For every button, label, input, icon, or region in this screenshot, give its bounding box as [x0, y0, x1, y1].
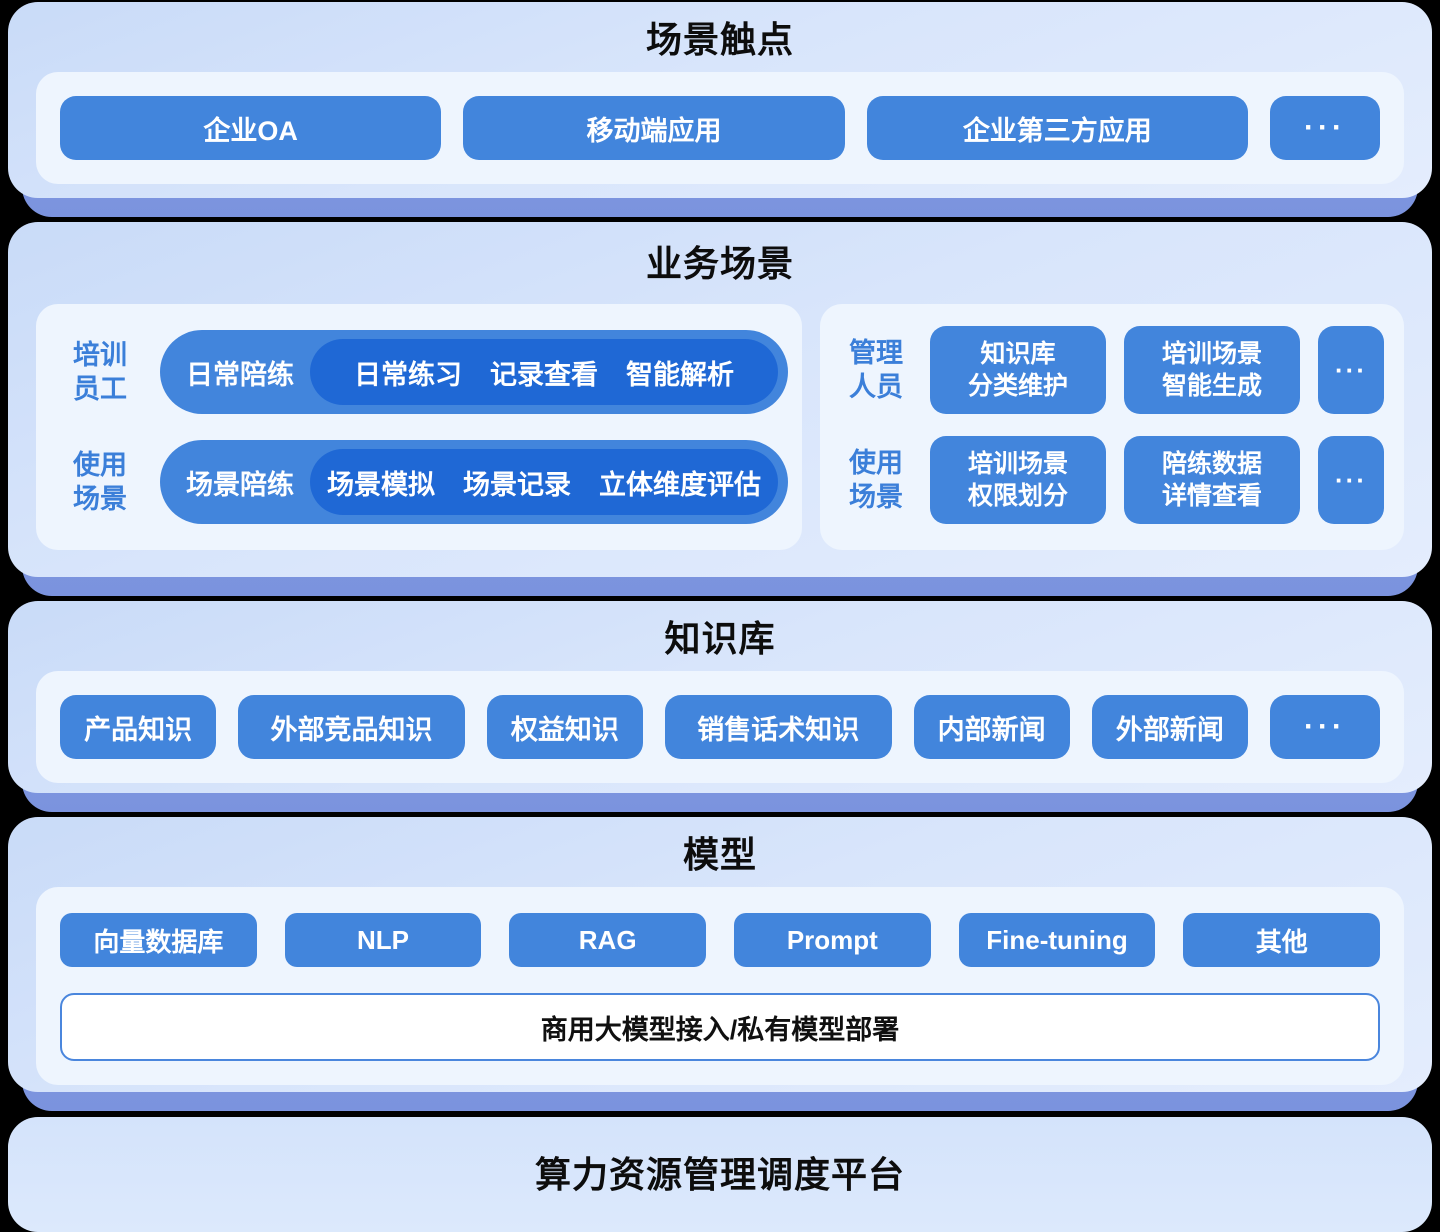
scenario-training-capsule: 场景陪练 场景模拟 场景记录 立体维度评估 [160, 440, 788, 524]
touchpoints-panel: 企业OA 移动端应用 企业第三方应用 ··· [36, 72, 1404, 184]
section-compute-platform: 算力资源管理调度平台 [8, 1117, 1432, 1232]
manager-usage-row: 使用 场景 培训场景 权限划分 陪练数据 详情查看 ··· [840, 436, 1384, 524]
touchpoint-chip-mobile: 移动端应用 [463, 96, 845, 160]
kb-chip-internal-news: 内部新闻 [913, 695, 1070, 759]
manager-more-chip: ··· [1318, 326, 1384, 414]
model-chip-vector-db: 向量数据库 [60, 913, 257, 967]
scenario-training-row: 使用 场景 场景陪练 场景模拟 场景记录 立体维度评估 [56, 440, 788, 524]
model-card: 模型 向量数据库 NLP RAG Prompt Fine-tuning 其他 商… [8, 817, 1432, 1092]
daily-training-row: 培训 员工 日常陪练 日常练习 记录查看 智能解析 [56, 330, 788, 414]
touchpoint-chip-oa: 企业OA [60, 96, 442, 160]
compute-platform-card: 算力资源管理调度平台 [8, 1117, 1432, 1232]
touchpoint-chip-more: ··· [1269, 96, 1380, 160]
kb-chip-product: 产品知识 [60, 695, 217, 759]
business-scenarios-card: 业务场景 培训 员工 日常陪练 日常练习 记录查看 智能 [8, 222, 1432, 577]
section-scene-touchpoints: 场景触点 企业OA 移动端应用 企业第三方应用 ··· [8, 2, 1432, 217]
feature-smart-analysis: 智能解析 [626, 359, 734, 390]
daily-training-capsule: 日常陪练 日常练习 记录查看 智能解析 [160, 330, 788, 414]
kb-chip-benefits: 权益知识 [486, 695, 643, 759]
feature-record-view: 记录查看 [490, 359, 598, 390]
kb-chip-competitor: 外部竞品知识 [238, 695, 465, 759]
knowledge-panel: 产品知识 外部竞品知识 权益知识 销售话术知识 内部新闻 外部新闻 ··· [36, 671, 1404, 783]
model-panel: 向量数据库 NLP RAG Prompt Fine-tuning 其他 商用大模… [36, 887, 1404, 1085]
section-title-business: 业务场景 [645, 243, 794, 284]
manager-panel: 管理 人员 知识库 分类维护 培训场景 智能生成 ··· [820, 304, 1404, 550]
section-title-model: 模型 [682, 834, 757, 875]
feature-scenario-simulation: 场景模拟 [327, 469, 435, 500]
daily-training-label: 日常陪练 [186, 359, 294, 390]
training-staff-label: 培训 员工 [73, 340, 127, 404]
feature-multidim-evaluation: 立体维度评估 [599, 469, 761, 500]
model-access-bar: 商用大模型接入/私有模型部署 [60, 993, 1380, 1061]
scene-touchpoints-card: 场景触点 企业OA 移动端应用 企业第三方应用 ··· [8, 2, 1432, 198]
section-model: 模型 向量数据库 NLP RAG Prompt Fine-tuning 其他 商… [8, 817, 1432, 1111]
usage-scenario-label: 使用 场景 [73, 450, 127, 514]
manager-row: 管理 人员 知识库 分类维护 培训场景 智能生成 ··· [840, 326, 1384, 414]
kb-maintenance-chip: 知识库 分类维护 [930, 326, 1106, 414]
scene-generation-chip: 培训场景 智能生成 [1124, 326, 1300, 414]
model-chip-rag: RAG [509, 913, 707, 967]
section-knowledge-base: 知识库 产品知识 外部竞品知识 权益知识 销售话术知识 内部新闻 外部新闻 ··… [8, 601, 1432, 812]
section-title-knowledge: 知识库 [664, 618, 776, 659]
scenario-training-features: 场景模拟 场景记录 立体维度评估 [310, 449, 778, 515]
touchpoint-chip-thirdparty: 企业第三方应用 [866, 96, 1248, 160]
scenario-training-label: 场景陪练 [186, 469, 294, 500]
model-chip-other: 其他 [1183, 913, 1381, 967]
kb-chip-external-news: 外部新闻 [1091, 695, 1248, 759]
model-chip-finetuning: Fine-tuning [958, 913, 1156, 967]
section-business-scenarios: 业务场景 培训 员工 日常陪练 日常练习 记录查看 智能 [8, 222, 1432, 596]
section-title-touchpoints: 场景触点 [645, 19, 794, 60]
manager-label: 管理 人员 [849, 338, 903, 402]
feature-daily-practice: 日常练习 [354, 359, 462, 390]
feature-scenario-record: 场景记录 [463, 469, 571, 500]
permission-division-chip: 培训场景 权限划分 [930, 436, 1106, 524]
kb-chip-sales-script: 销售话术知识 [665, 695, 892, 759]
model-chip-nlp: NLP [284, 913, 482, 967]
knowledge-base-card: 知识库 产品知识 外部竞品知识 权益知识 销售话术知识 内部新闻 外部新闻 ··… [8, 601, 1432, 793]
daily-training-features: 日常练习 记录查看 智能解析 [310, 339, 778, 405]
manager-usage-label: 使用 场景 [849, 448, 903, 512]
training-staff-panel: 培训 员工 日常陪练 日常练习 记录查看 智能解析 [36, 304, 802, 550]
section-title-compute-platform: 算力资源管理调度平台 [534, 1153, 905, 1195]
training-data-detail-chip: 陪练数据 详情查看 [1124, 436, 1300, 524]
model-chip-prompt: Prompt [734, 913, 931, 967]
kb-chip-more: ··· [1270, 695, 1380, 759]
manager-usage-more-chip: ··· [1318, 436, 1384, 524]
